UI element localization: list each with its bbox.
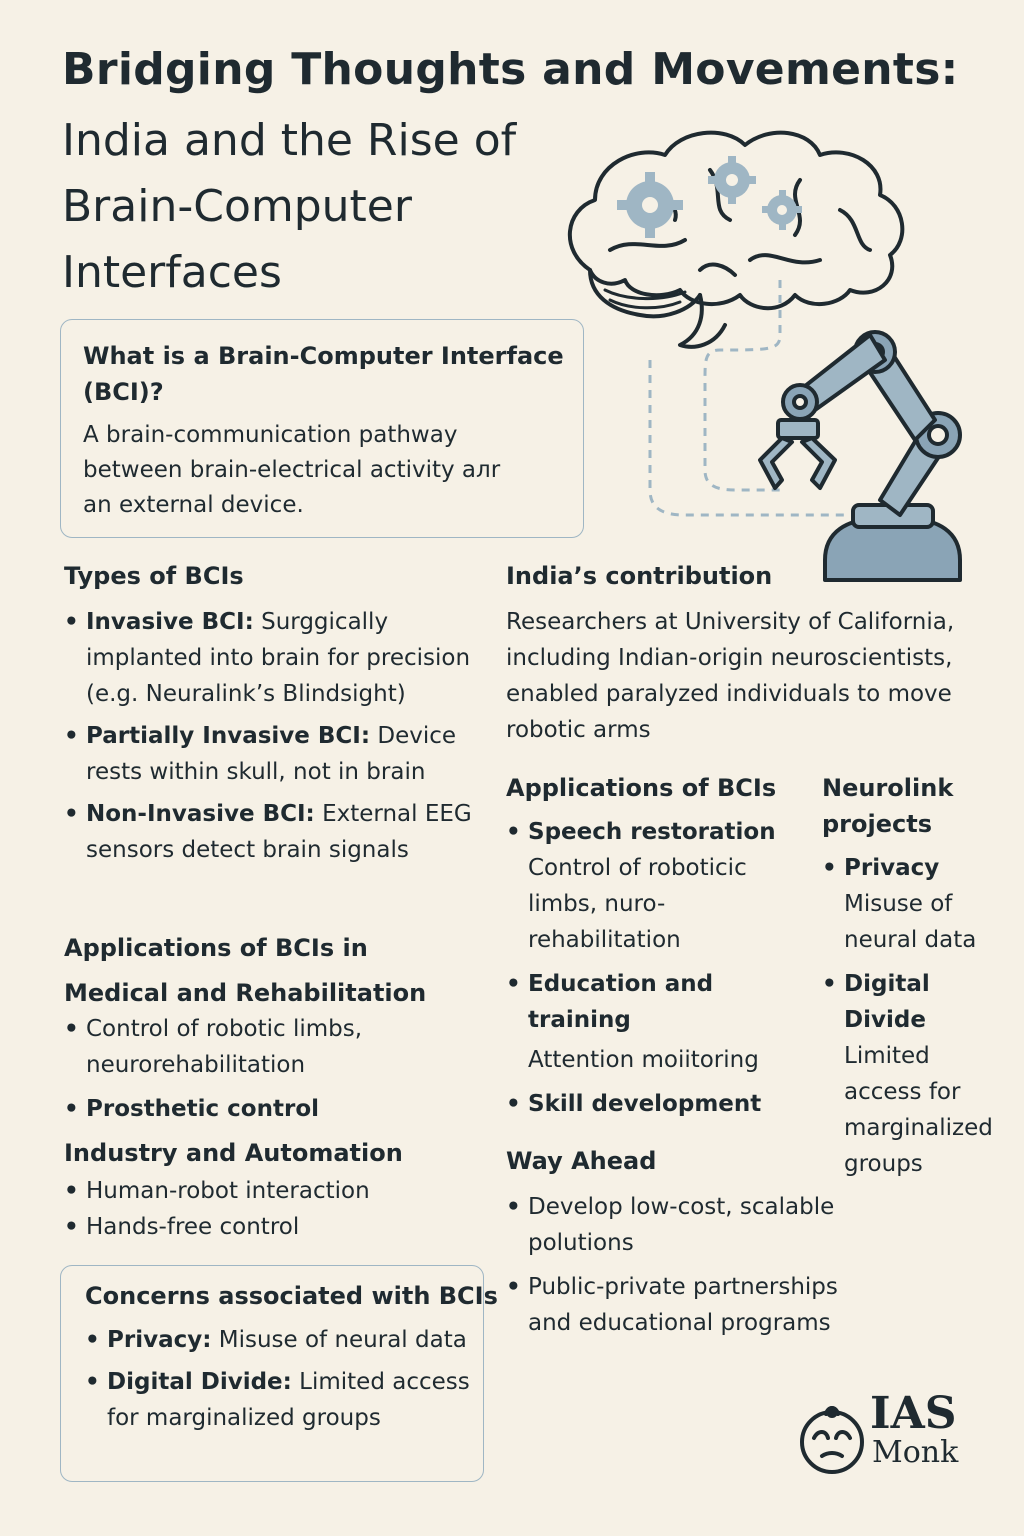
- bci-definition-line-1: A brain-communication pathway: [83, 422, 458, 448]
- medical-heading-line-1: Applications of BCIs in: [64, 934, 368, 962]
- apps-heading: Applications of BCIs: [506, 774, 777, 802]
- apps-item-text: Control of roboticic limbs, nuro-rehabil…: [528, 855, 747, 953]
- bci-definition-heading: What is a Brain-Computer Interface (BCI)…: [83, 342, 564, 406]
- concerns-item-label: Digital Divide:: [107, 1369, 292, 1395]
- apps-item-text: Attention moiitoring: [528, 1047, 759, 1073]
- monk-logo-icon: [800, 1406, 864, 1474]
- india-line-1: Researchers at University of California,: [506, 609, 955, 635]
- bci-definition-line-2: between brain-electrical activity aлr: [83, 457, 501, 483]
- india-line-3: enabled paralyzed individuals to move: [506, 681, 952, 707]
- types-item-label: Partially Invasive BCI:: [86, 723, 371, 749]
- types-item-label: Invasive BCI:: [86, 609, 254, 635]
- way-ahead-item-partnerships: Public-private partnerships and educatio…: [506, 1269, 866, 1341]
- concerns-item-privacy: Privacy: Misuse of neural data: [85, 1322, 475, 1358]
- way-ahead-heading: Way Ahead: [506, 1147, 657, 1175]
- robot-arm-icon: [758, 330, 962, 582]
- industry-heading: Industry and Automation: [64, 1139, 403, 1167]
- types-item-text: Surggically implanted into brain for pre…: [86, 609, 471, 707]
- types-heading: Types of BCIs: [64, 562, 244, 590]
- neurolink-heading-line-2: projects: [822, 810, 932, 838]
- bci-definition-box: What is a Brain-Computer Interface (BCI)…: [60, 319, 584, 538]
- bci-definition-line-3: an external device.: [83, 492, 304, 518]
- subtitle-line-2: Brain-Computer: [62, 181, 412, 232]
- subtitle-line-3: Interfaces: [62, 247, 282, 298]
- concerns-item-label: Privacy:: [107, 1327, 212, 1353]
- signal-path-icon: [648, 280, 850, 517]
- medical-section: Applications of BCIs in Medical and Reha…: [64, 930, 484, 1127]
- apps-item-label: Skill development: [528, 1091, 762, 1117]
- medical-item-prosthetic: Prosthetic control: [64, 1091, 484, 1127]
- neurolink-section: Neurolink projects Privacy Misuse of neu…: [822, 770, 1002, 1182]
- logo-text-ias: IAS: [870, 1388, 957, 1439]
- apps-item-label: Speech restoration: [528, 819, 776, 845]
- neurolink-heading-line-1: Neurolink: [822, 774, 954, 802]
- industry-section: Industry and Automation Human-robot inte…: [64, 1135, 484, 1245]
- types-item-text: Device rests within skull, not in brain: [86, 723, 457, 785]
- india-line-2: including Indian-origin neuroscientists,: [506, 645, 953, 671]
- concerns-item-text: Misuse of neural data: [211, 1327, 467, 1353]
- india-line-4: robotic arms: [506, 717, 651, 743]
- page-subtitle: India and the Rise of Brain-Computer Int…: [62, 108, 582, 306]
- india-heading: India’s contribution: [506, 562, 773, 590]
- industry-list: Human-robot interaction Hands-free contr…: [64, 1173, 484, 1245]
- apps-item-label: Education and training: [528, 971, 714, 1033]
- medical-item-robotic-limbs: Control of robotic limbs, neurorehabilit…: [64, 1011, 484, 1083]
- neurolink-item-label: Privacy: [844, 855, 940, 881]
- concerns-item-text: Limited access for marginalized groups: [107, 1369, 470, 1431]
- way-ahead-section: Way Ahead Develop low-cost, scalable pol…: [506, 1143, 866, 1341]
- concerns-item-digital-divide: Digital Divide: Limited access for margi…: [85, 1364, 475, 1436]
- subtitle-line-1: India and the Rise of: [62, 115, 517, 166]
- types-item-text: External EEG sensors detect brain signal…: [86, 801, 472, 863]
- types-item-non-invasive: Non-Invasive BCI: External EEG sensors d…: [64, 796, 494, 868]
- way-ahead-item-low-cost: Develop low-cost, scalable polutions: [506, 1189, 866, 1261]
- logo-text-monk: Monk: [872, 1435, 959, 1470]
- industry-item-hands-free: Hands-free control: [64, 1209, 484, 1245]
- apps-section: Applications of BCIs Speech restoration …: [506, 770, 796, 1122]
- neurolink-item-privacy: Privacy Misuse of neural data: [822, 850, 1002, 958]
- page-title: Bridging Thoughts and Movements:: [62, 44, 959, 95]
- neurolink-item-text: Limited access for marginalized groups: [844, 1043, 993, 1177]
- apps-list: Speech restoration Control of roboticic …: [506, 814, 796, 1122]
- apps-item-skill: Skill development: [506, 1086, 796, 1122]
- concerns-box: Concerns associated with BCIs Privacy: M…: [60, 1265, 498, 1482]
- brain-robot-arm-illustration: [567, 130, 962, 582]
- neurolink-item-text: Misuse of neural data: [844, 891, 977, 953]
- bci-definition-text: A brain-communication pathway between br…: [83, 418, 563, 523]
- apps-item-education: Education and training Attention moiitor…: [506, 966, 796, 1078]
- concerns-list: Privacy: Misuse of neural data Digital D…: [85, 1322, 475, 1436]
- medical-list: Control of robotic limbs, neurorehabilit…: [64, 1011, 484, 1127]
- types-list: Invasive BCI: Surggically implanted into…: [64, 604, 494, 868]
- types-item-invasive: Invasive BCI: Surggically implanted into…: [64, 604, 494, 712]
- industry-item-hri: Human-robot interaction: [64, 1173, 484, 1209]
- concerns-heading: Concerns associated with BCIs: [85, 1282, 498, 1310]
- neurolink-item-digital-divide: Digital Divide Limited access for margin…: [822, 966, 1002, 1182]
- types-item-partially-invasive: Partially Invasive BCI: Device rests wit…: [64, 718, 494, 790]
- india-section: India’s contribution Researchers at Univ…: [506, 558, 996, 748]
- medical-heading-line-2: Medical and Rehabilitation: [64, 979, 427, 1007]
- apps-item-speech: Speech restoration Control of roboticic …: [506, 814, 796, 958]
- neurolink-item-label: Digital Divide: [844, 971, 930, 1033]
- neurolink-list: Privacy Misuse of neural data Digital Di…: [822, 850, 1002, 1182]
- gears-icon: [617, 156, 802, 238]
- way-ahead-list: Develop low-cost, scalable polutions Pub…: [506, 1189, 866, 1341]
- types-section: Types of BCIs Invasive BCI: Surggically …: [64, 558, 494, 868]
- types-item-label: Non-Invasive BCI:: [86, 801, 315, 827]
